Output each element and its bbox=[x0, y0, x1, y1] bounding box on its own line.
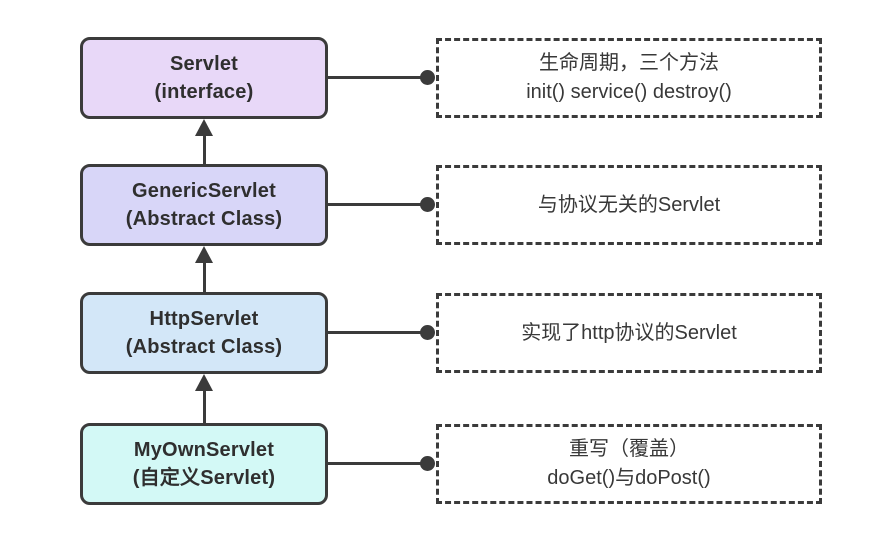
note-lifecycle: 生命周期，三个方法 init() service() destroy() bbox=[436, 38, 822, 118]
note-line: 实现了http协议的Servlet bbox=[521, 321, 737, 344]
node-title: Servlet bbox=[169, 53, 239, 75]
node-servlet-interface: Servlet (interface) bbox=[80, 37, 328, 119]
arrowhead-up-icon bbox=[195, 374, 213, 391]
arrowhead-up-icon bbox=[195, 246, 213, 263]
connector-line bbox=[328, 462, 424, 465]
note-line: doGet()与doPost() bbox=[547, 467, 711, 489]
arrow-stem bbox=[202, 260, 206, 292]
note-line: 与协议无关的Servlet bbox=[537, 193, 721, 216]
node-http-servlet: HttpServlet (Abstract Class) bbox=[80, 292, 328, 374]
note-http-protocol: 实现了http协议的Servlet bbox=[436, 293, 822, 373]
node-my-own-servlet: MyOwnServlet (自定义Servlet) bbox=[80, 423, 328, 505]
note-line: 生命周期，三个方法 bbox=[539, 52, 719, 74]
arrow-stem bbox=[202, 388, 206, 423]
node-subtitle: (Abstract Class) bbox=[125, 208, 283, 230]
node-subtitle: (interface) bbox=[154, 81, 254, 103]
connector-line bbox=[328, 203, 424, 206]
inheritance-arrow-icon bbox=[195, 246, 213, 292]
connector-dot-icon bbox=[420, 70, 435, 85]
connector-line bbox=[328, 331, 424, 334]
node-title: HttpServlet bbox=[149, 308, 259, 330]
arrow-stem bbox=[202, 133, 206, 164]
connector-dot-icon bbox=[420, 197, 435, 212]
note-override-methods: 重写（覆盖） doGet()与doPost() bbox=[436, 424, 822, 504]
inheritance-arrow-icon bbox=[195, 374, 213, 423]
connector-dot-icon bbox=[420, 456, 435, 471]
node-title: MyOwnServlet bbox=[133, 439, 275, 461]
node-subtitle: (Abstract Class) bbox=[125, 336, 283, 358]
note-protocol-independent: 与协议无关的Servlet bbox=[436, 165, 822, 245]
node-title: GenericServlet bbox=[132, 180, 276, 202]
note-line: 重写（覆盖） bbox=[569, 438, 689, 460]
arrowhead-up-icon bbox=[195, 119, 213, 136]
node-subtitle: (自定义Servlet) bbox=[132, 467, 276, 489]
connector-dot-icon bbox=[420, 325, 435, 340]
node-generic-servlet: GenericServlet (Abstract Class) bbox=[80, 164, 328, 246]
connector-line bbox=[328, 76, 424, 79]
note-line: init() service() destroy() bbox=[526, 81, 732, 103]
inheritance-arrow-icon bbox=[195, 119, 213, 164]
